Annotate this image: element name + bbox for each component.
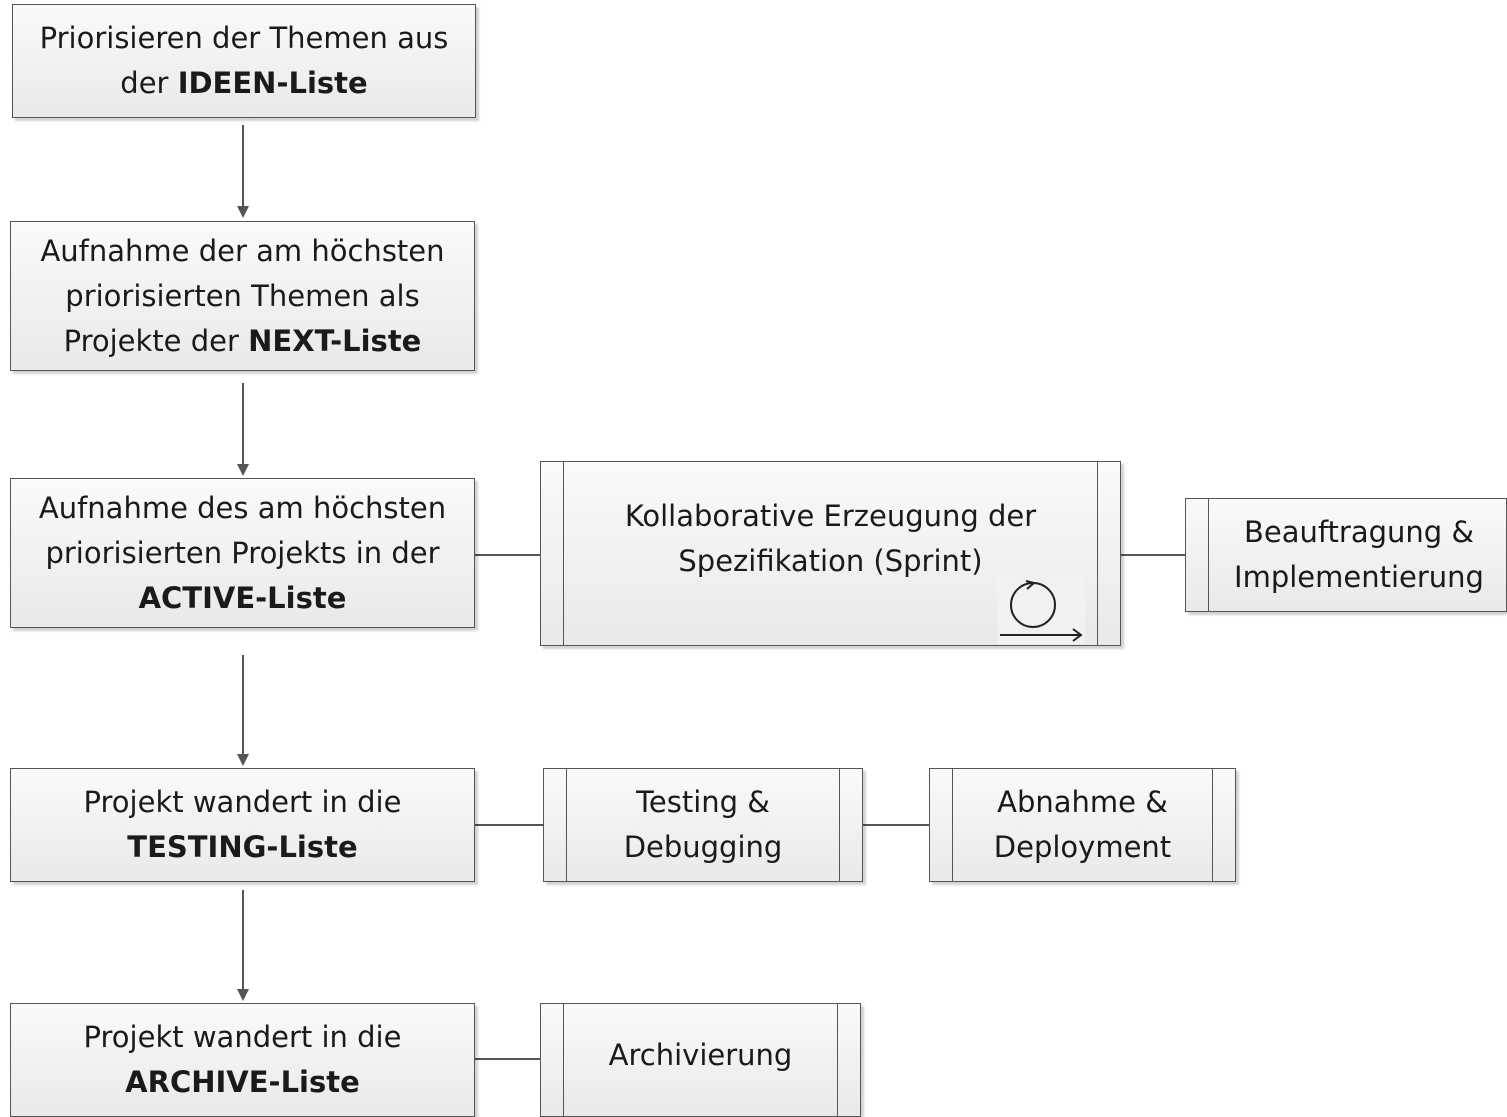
step-next-pre: Projekte der (63, 323, 249, 358)
step-next-bold: NEXT-Liste (248, 323, 422, 358)
loop-icon (997, 572, 1085, 644)
step-testing-line1: Projekt wandert in die (83, 785, 402, 819)
step-ideen-pre: der (120, 66, 178, 100)
step-next-liste: Aufnahme der am höchsten priorisierten T… (10, 221, 475, 371)
subprocess-abnahme-line2: Deployment (993, 830, 1172, 864)
step-ideen-liste: Priorisieren der Themen aus der IDEEN-Li… (12, 4, 476, 118)
subprocess-archivierung: Archivierung (540, 1003, 861, 1117)
step-next-line2: priorisierten Themen als (65, 278, 420, 313)
step-ideen-line1: Priorisieren der Themen aus (39, 21, 449, 55)
step-active-bold: ACTIVE-Liste (138, 580, 347, 615)
subprocess-spezifikation-line2: Spezifikation (Sprint) (678, 543, 983, 578)
subprocess-beauftragung-line1: Beauftragung & (1243, 515, 1475, 549)
step-archive-liste: Projekt wandert in die ARCHIVE-Liste (10, 1003, 475, 1117)
subprocess-archivierung-line1: Archivierung (608, 1037, 793, 1072)
subprocess-spezifikation-line1: Kollaborative Erzeugung der (624, 498, 1037, 533)
step-active-line1: Aufnahme des am höchsten (38, 490, 447, 525)
subprocess-beauftragung: Beauftragung & Implementierung (1185, 498, 1507, 612)
step-active-line2: priorisierten Projekts in der (45, 535, 440, 570)
subprocess-spezifikation: Kollaborative Erzeugung der Spezifikatio… (540, 461, 1121, 646)
step-ideen-bold: IDEEN-Liste (177, 66, 368, 100)
step-archive-bold: ARCHIVE-Liste (125, 1065, 360, 1099)
subprocess-abnahme: Abnahme & Deployment (929, 768, 1236, 882)
subprocess-beauftragung-line2: Implementierung (1234, 560, 1484, 594)
subprocess-testing-debugging-line2: Debugging (623, 830, 783, 864)
step-archive-line1: Projekt wandert in die (83, 1020, 402, 1054)
step-active-liste: Aufnahme des am höchsten priorisierten P… (10, 478, 475, 628)
step-testing-liste: Projekt wandert in die TESTING-Liste (10, 768, 475, 882)
subprocess-testing-debugging: Testing & Debugging (543, 768, 863, 882)
step-next-line1: Aufnahme der am höchsten (40, 233, 445, 268)
subprocess-testing-debugging-line1: Testing & (636, 785, 770, 819)
step-testing-bold: TESTING-Liste (127, 830, 358, 864)
subprocess-abnahme-line1: Abnahme & (997, 785, 1168, 819)
